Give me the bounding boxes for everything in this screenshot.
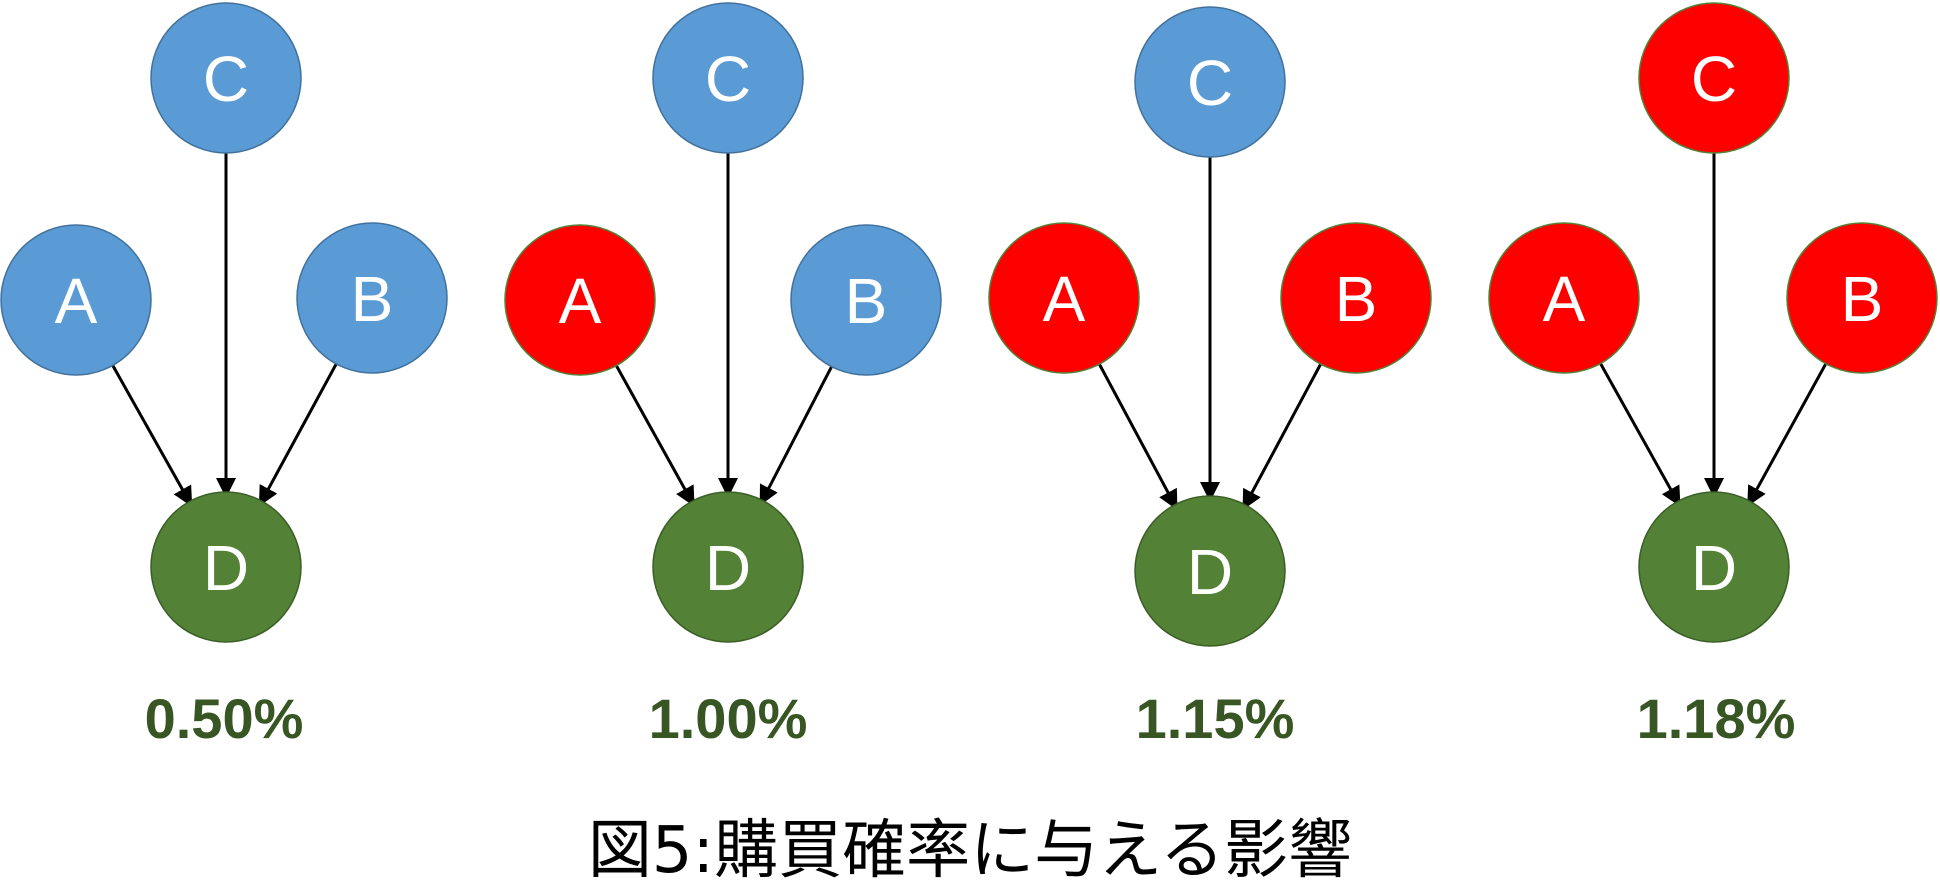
node-c-circle bbox=[150, 2, 302, 154]
probability-label: 1.00% bbox=[649, 687, 808, 750]
node-d-label: D bbox=[203, 532, 249, 604]
edge-b-to-d bbox=[1242, 363, 1322, 511]
node-d-circle bbox=[652, 491, 804, 643]
node-c-circle bbox=[652, 2, 804, 154]
node-b-label: B bbox=[1335, 263, 1378, 335]
edge-a-to-d bbox=[1599, 362, 1681, 507]
node-d-label: D bbox=[705, 532, 751, 604]
figure-caption: 図5:購買確率に与える影響 bbox=[588, 814, 1352, 888]
node-a: A bbox=[1488, 222, 1640, 374]
diagram-panel-4: C A B D 1.18% bbox=[1488, 2, 1938, 750]
edge-b-to-d bbox=[1746, 362, 1828, 507]
edge-a-to-d bbox=[1098, 363, 1178, 511]
node-d-label: D bbox=[1187, 536, 1233, 608]
node-c-circle bbox=[1638, 2, 1790, 154]
node-d-circle bbox=[150, 491, 302, 643]
node-d: D bbox=[150, 491, 302, 643]
edge-a-to-d bbox=[615, 364, 695, 507]
node-a-label: A bbox=[559, 265, 602, 337]
node-b: B bbox=[790, 224, 942, 376]
node-a: A bbox=[988, 222, 1140, 374]
node-a-label: A bbox=[55, 265, 98, 337]
node-b-circle bbox=[1280, 222, 1432, 374]
node-b-label: B bbox=[845, 265, 888, 337]
node-a-circle bbox=[1488, 222, 1640, 374]
node-a-label: A bbox=[1543, 263, 1586, 335]
edge-a-to-d bbox=[111, 364, 193, 507]
node-b-circle bbox=[296, 222, 448, 374]
node-c: C bbox=[652, 2, 804, 154]
node-d-label: D bbox=[1691, 532, 1737, 604]
probability-label: 1.18% bbox=[1637, 687, 1796, 750]
node-a: A bbox=[504, 224, 656, 376]
node-b-label: B bbox=[351, 263, 394, 335]
node-c: C bbox=[1134, 6, 1286, 158]
node-b-label: B bbox=[1841, 263, 1884, 335]
node-d-circle bbox=[1134, 495, 1286, 647]
node-b: B bbox=[1280, 222, 1432, 374]
diagram-panel-1: C A B D 0.50% bbox=[0, 2, 448, 750]
node-a-circle bbox=[0, 224, 152, 376]
node-c: C bbox=[150, 2, 302, 154]
node-c-label: C bbox=[1691, 43, 1737, 115]
node-d: D bbox=[1134, 495, 1286, 647]
node-c-label: C bbox=[1187, 47, 1233, 119]
node-c: C bbox=[1638, 2, 1790, 154]
probability-label: 0.50% bbox=[145, 687, 304, 750]
probability-label: 1.15% bbox=[1136, 687, 1295, 750]
node-b: B bbox=[1786, 222, 1938, 374]
diagram-panel-2: C A B D 1.00% bbox=[504, 2, 942, 750]
node-d: D bbox=[1638, 491, 1790, 643]
node-b-circle bbox=[1786, 222, 1938, 374]
node-b-circle bbox=[790, 224, 942, 376]
diagram-panel-3: C A B D 1.15% bbox=[988, 6, 1432, 750]
node-d: D bbox=[652, 491, 804, 643]
node-b: B bbox=[296, 222, 448, 374]
node-a: A bbox=[0, 224, 152, 376]
node-a-circle bbox=[504, 224, 656, 376]
node-a-circle bbox=[988, 222, 1140, 374]
node-a-label: A bbox=[1043, 263, 1086, 335]
node-d-circle bbox=[1638, 491, 1790, 643]
node-c-label: C bbox=[203, 43, 249, 115]
edge-b-to-d bbox=[258, 363, 338, 507]
edge-b-to-d bbox=[759, 365, 833, 506]
node-c-circle bbox=[1134, 6, 1286, 158]
node-c-label: C bbox=[705, 43, 751, 115]
